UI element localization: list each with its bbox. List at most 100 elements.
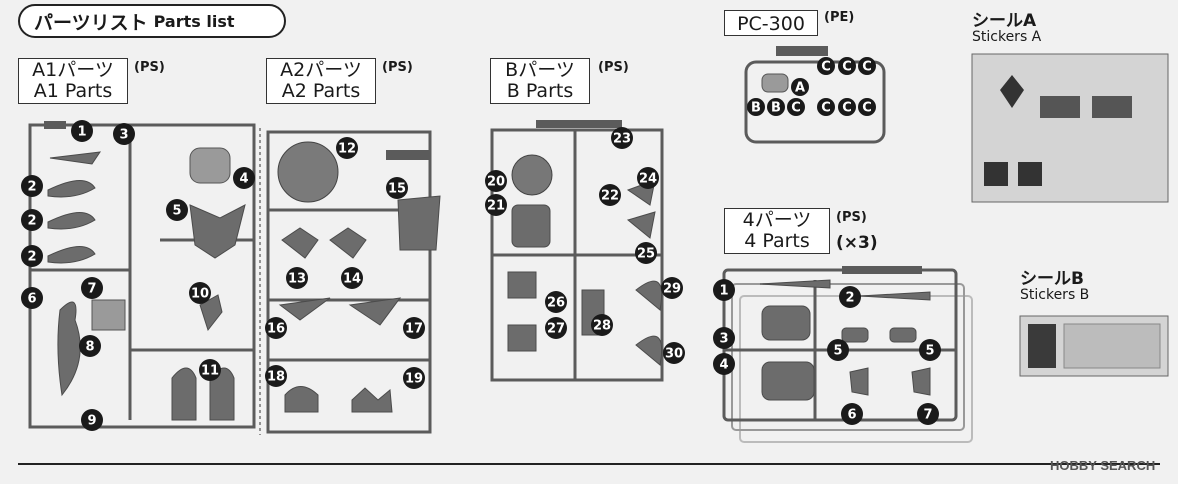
part-a1-2b: [47, 212, 96, 230]
part-number-a1-4: 3: [113, 123, 135, 145]
part-number-label: C: [862, 60, 872, 75]
part-number-b-0: 20: [485, 170, 507, 192]
part-number-label: 23: [613, 132, 631, 147]
part-number-label: 2: [27, 180, 36, 195]
part-number-label: 1: [719, 284, 728, 299]
sticker-a-piece-1: [1040, 96, 1080, 118]
runner-a1-tag: [44, 121, 66, 129]
part-number-b-10: 30: [663, 342, 685, 364]
part-number-pc-5: B: [767, 98, 785, 116]
part-number-label: 15: [388, 182, 406, 197]
part-number-pc-9: C: [858, 98, 876, 116]
part-number-a2-3: 15: [386, 177, 408, 199]
runner-b-tag: [536, 120, 622, 128]
watermark: HOBBY SEARCH: [1050, 458, 1155, 473]
part-number-label: 9: [87, 414, 96, 429]
part-4-4: [761, 361, 815, 401]
part-number-label: 12: [338, 142, 356, 157]
part-number-b-1: 21: [485, 194, 507, 216]
part-4-5b: [889, 327, 917, 343]
part-b-30: [635, 335, 663, 366]
part-number-p4-2: 3: [713, 327, 735, 349]
part-number-label: 4: [719, 358, 728, 373]
part-a2-16: [278, 297, 331, 321]
part-number-a2-1: 13: [286, 267, 308, 289]
part-number-p4-0: 1: [713, 279, 735, 301]
part-number-b-5: 25: [635, 242, 657, 264]
sticker-a-star: [1000, 75, 1024, 108]
part-number-a1-8: 7: [81, 277, 103, 299]
part-number-pc-4: B: [747, 98, 765, 116]
part-a2-13a: [281, 227, 319, 259]
part-number-label: 2: [27, 250, 36, 265]
runner-a2-tag: [386, 150, 430, 160]
part-number-label: C: [791, 101, 801, 116]
part-a2-17: [348, 297, 402, 326]
part-number-a1-2: 2: [21, 209, 43, 231]
part-number-a1-1: 2: [21, 175, 43, 197]
part-number-b-6: 26: [545, 291, 567, 313]
part-number-label: 4: [239, 172, 248, 187]
material-4: (PS): [836, 210, 867, 225]
section-a1-jp: A1パーツ: [32, 59, 114, 81]
part-number-label: 18: [267, 370, 285, 385]
part-number-p4-7: 7: [917, 403, 939, 425]
part-number-a2-0: 12: [336, 137, 358, 159]
sticker-a-piece-3: [984, 162, 1008, 186]
part-number-label: B: [771, 101, 781, 116]
part-a2-18: [284, 386, 319, 413]
title-en: Parts list: [153, 11, 235, 31]
sticker-a-en: Stickers A: [972, 29, 1042, 45]
part-number-a2-6: 18: [265, 365, 287, 387]
part-a2-12: [277, 141, 339, 203]
part-4-6: [849, 367, 869, 396]
runner-a2: [266, 130, 441, 434]
runner-b: [490, 120, 664, 382]
section-a2-en: A2 Parts: [281, 80, 361, 102]
part-number-label: 13: [288, 272, 306, 287]
part-number-label: A: [795, 81, 805, 96]
sticker-b-label: シールB Stickers B: [1020, 270, 1089, 303]
material-b: (PS): [598, 60, 629, 75]
runner-4: [722, 266, 973, 443]
part-number-a1-5: 4: [233, 167, 255, 189]
part-number-label: 7: [923, 408, 932, 423]
part-number-label: 6: [847, 408, 856, 423]
sticker-b-panel: [1063, 323, 1161, 369]
part-number-label: C: [821, 60, 831, 75]
part-4-3: [761, 305, 811, 341]
sticker-b-piece: [1028, 324, 1056, 368]
material-a1: (PS): [134, 60, 165, 75]
section-b-en: B Parts: [506, 80, 574, 102]
section-a2-jp: A2パーツ: [280, 59, 362, 81]
part-number-label: 24: [639, 172, 657, 187]
part-number-label: 25: [637, 247, 655, 262]
runner-a1: [28, 121, 256, 429]
part-number-b-3: 23: [611, 127, 633, 149]
part-number-b-9: 29: [661, 277, 683, 299]
part-number-a2-5: 17: [403, 317, 425, 339]
part-b-29: [635, 280, 663, 311]
part-number-label: B: [751, 101, 761, 116]
quantity-4: (×3): [836, 233, 878, 253]
part-number-b-2: 22: [599, 184, 621, 206]
section-a1-en: A1 Parts: [33, 80, 113, 102]
part-a1-2a: [47, 180, 96, 198]
part-number-a1-12: 11: [199, 359, 221, 381]
part-number-label: 5: [925, 344, 934, 359]
part-a1-11a: [171, 367, 197, 421]
part-number-label: 6: [27, 292, 36, 307]
sticker-b-jp: シールB: [1020, 269, 1084, 289]
part-number-label: 17: [405, 322, 423, 337]
part-number-pc-6: C: [787, 98, 805, 116]
part-a1-1: [49, 151, 102, 165]
part-a2-15: [397, 195, 441, 251]
part-number-label: 2: [845, 291, 854, 306]
part-number-pc-0: C: [817, 57, 835, 75]
part-number-p4-6: 6: [841, 403, 863, 425]
part-number-label: C: [862, 101, 872, 116]
sticker-a-jp: シールA: [972, 11, 1037, 31]
part-number-label: C: [842, 101, 852, 116]
